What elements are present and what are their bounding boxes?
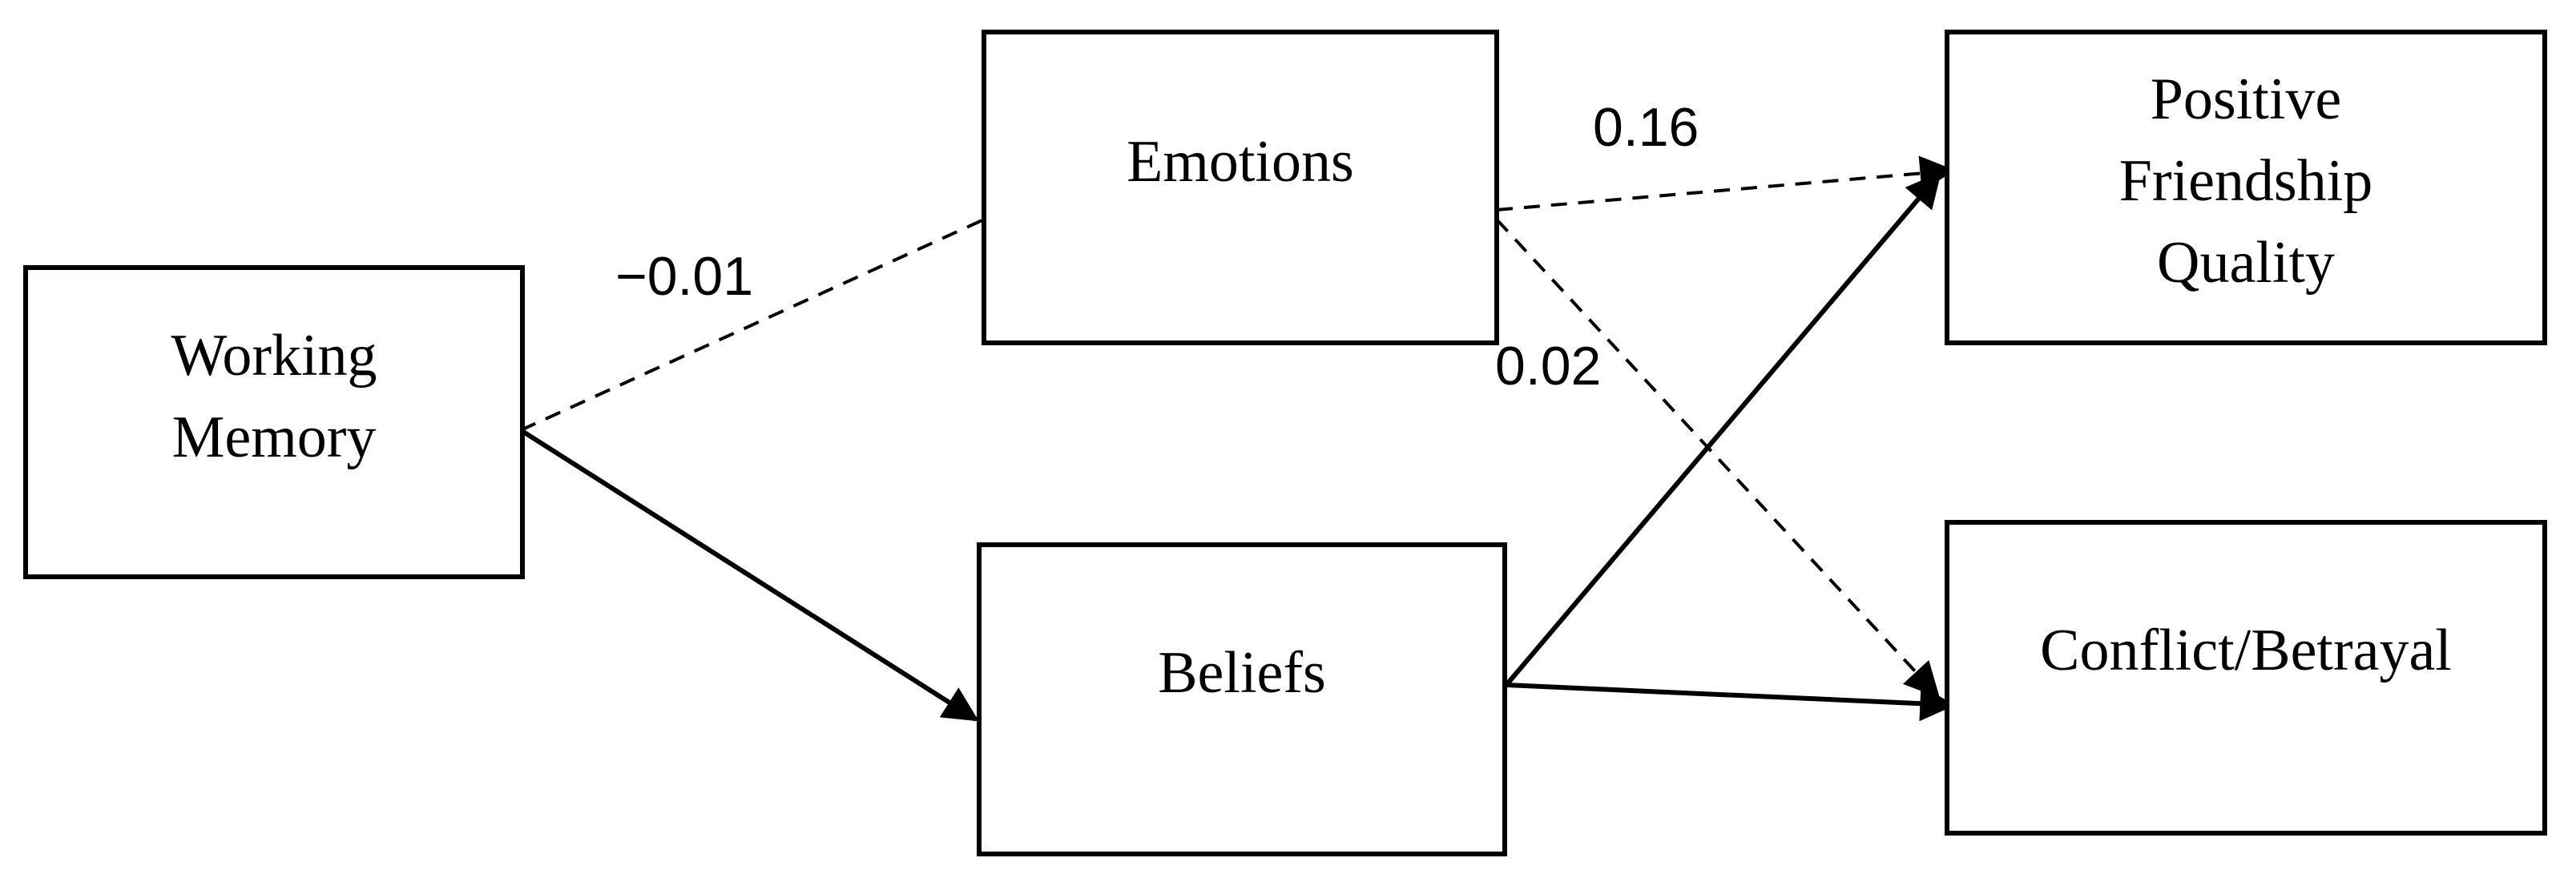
node-label-line: Positive xyxy=(2151,66,2341,132)
path-beliefs-to-conflict-betrayal xyxy=(1506,683,1956,722)
node-beliefs: Beliefs xyxy=(977,542,1507,856)
node-positive-friendship-quality: Positive Friendship Quality xyxy=(1945,30,2547,345)
node-label-line: Beliefs xyxy=(1158,640,1326,706)
node-label-line: Working xyxy=(171,323,377,389)
path-emotions-to-conflict-betrayal xyxy=(1495,218,1940,699)
path-emotions-to-positive-friendship-quality xyxy=(1496,155,1956,211)
node-label-line: Quality xyxy=(2157,230,2335,296)
coefficient-working-memory-emotions: −0.01 xyxy=(615,246,753,307)
node-working-memory: Working Memory xyxy=(23,265,525,579)
coefficient-emotions-positive-friendship-quality: 0.16 xyxy=(1593,97,1699,158)
path-working-memory-to-beliefs xyxy=(519,428,979,722)
node-label-line: Friendship xyxy=(2119,148,2373,214)
node-label-line: Conflict/Betrayal xyxy=(2040,618,2452,683)
node-label-line: Memory xyxy=(172,405,377,470)
node-emotions: Emotions xyxy=(982,30,1499,345)
coefficient-emotions-conflict-betrayal: 0.02 xyxy=(1495,336,1601,397)
path-working-memory-to-emotions xyxy=(520,218,985,432)
node-label-line: Emotions xyxy=(1127,129,1354,195)
node-conflict-betrayal: Conflict/Betrayal xyxy=(1945,520,2547,836)
path-beliefs-to-positive-friendship-quality xyxy=(1504,171,1941,687)
